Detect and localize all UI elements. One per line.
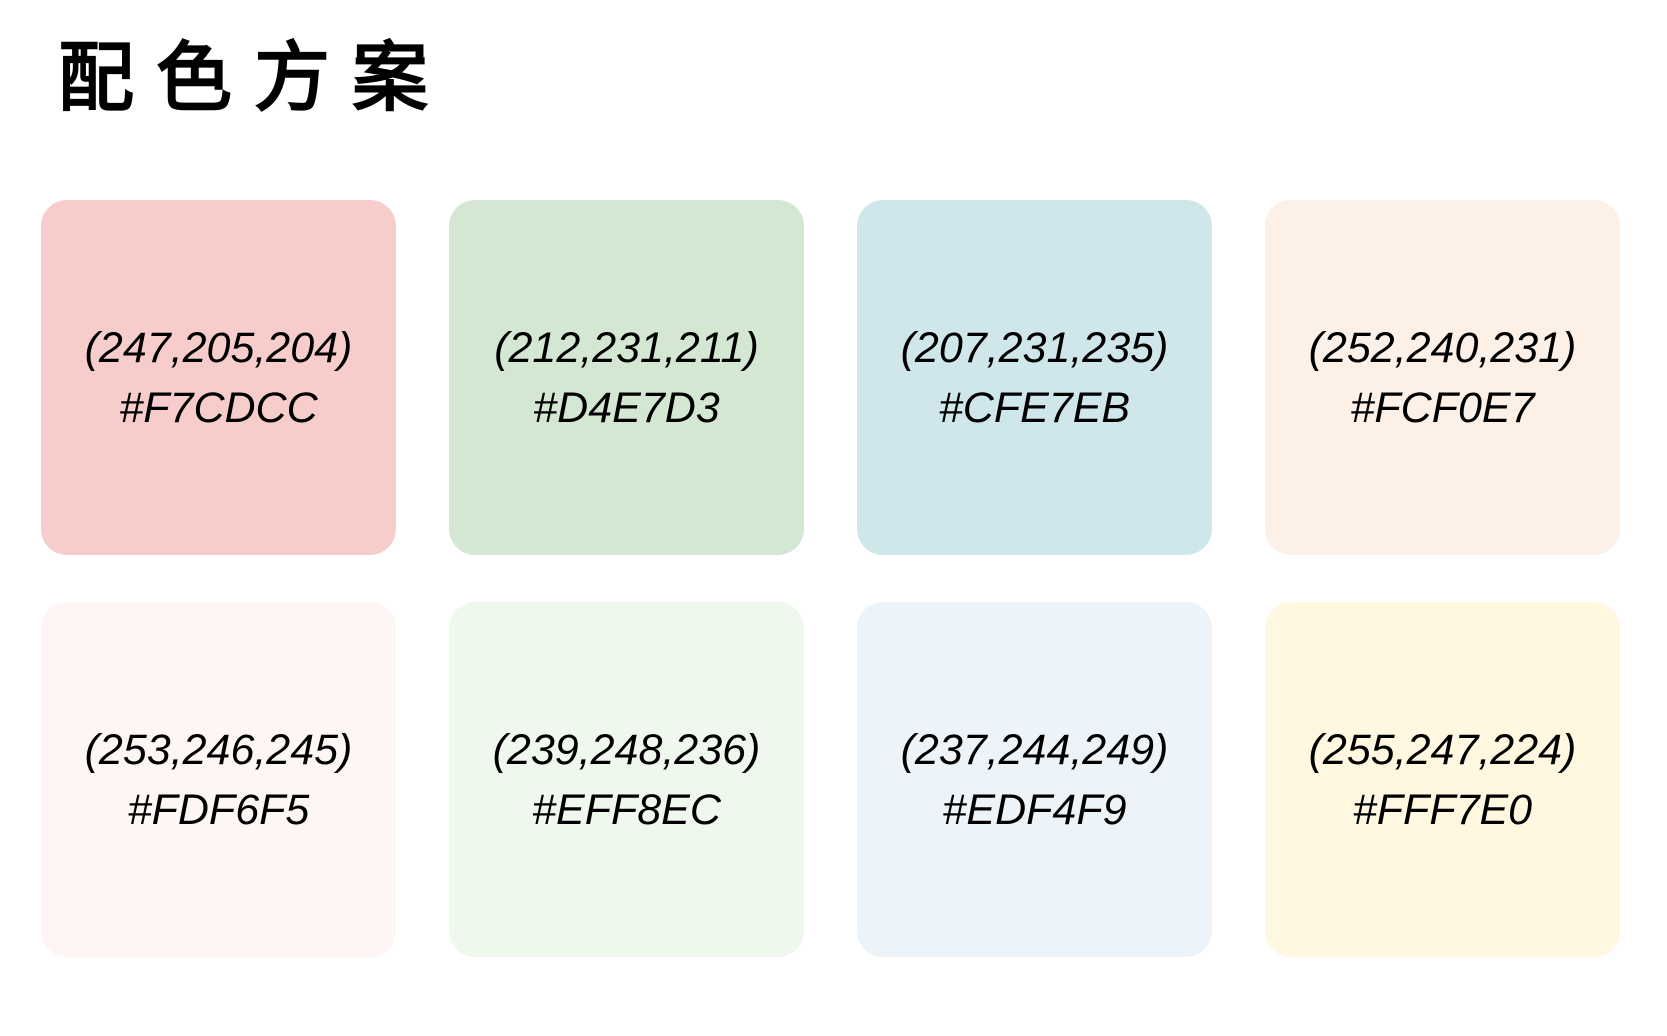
swatch-rgb-value: (207,231,235) [900, 323, 1169, 372]
swatch-hex-value: #F7CDCC [119, 383, 318, 432]
swatch-rgb-value: (239,248,236) [492, 725, 761, 774]
swatch-rgb-value: (255,247,224) [1308, 725, 1577, 774]
color-swatch: (239,248,236) #EFF8EC [449, 602, 804, 957]
swatch-hex-value: #FDF6F5 [127, 785, 310, 834]
color-swatch: (252,240,231) #FCF0E7 [1265, 200, 1620, 555]
swatch-rgb-value: (212,231,211) [494, 323, 759, 372]
swatch-rgb-value: (252,240,231) [1308, 323, 1577, 372]
swatch-hex-value: #FFF7E0 [1352, 785, 1533, 834]
color-swatch: (255,247,224) #FFF7E0 [1265, 602, 1620, 957]
swatch-rgb-value: (247,205,204) [84, 323, 353, 372]
swatch-rgb-value: (237,244,249) [900, 725, 1169, 774]
swatch-rgb-value: (253,246,245) [84, 725, 353, 774]
page-title: 配色方案 [58, 33, 450, 122]
color-swatch: (237,244,249) #EDF4F9 [857, 602, 1212, 957]
color-swatch: (212,231,211) #D4E7D3 [449, 200, 804, 555]
color-swatch: (207,231,235) #CFE7EB [857, 200, 1212, 555]
swatch-hex-value: #EDF4F9 [942, 785, 1127, 834]
swatch-hex-value: #D4E7D3 [533, 383, 720, 432]
color-swatch: (247,205,204) #F7CDCC [41, 200, 396, 555]
swatch-hex-value: #CFE7EB [938, 383, 1131, 432]
swatch-hex-value: #EFF8EC [532, 785, 721, 834]
color-swatch: (253,246,245) #FDF6F5 [41, 602, 396, 957]
swatch-hex-value: #FCF0E7 [1350, 383, 1535, 432]
